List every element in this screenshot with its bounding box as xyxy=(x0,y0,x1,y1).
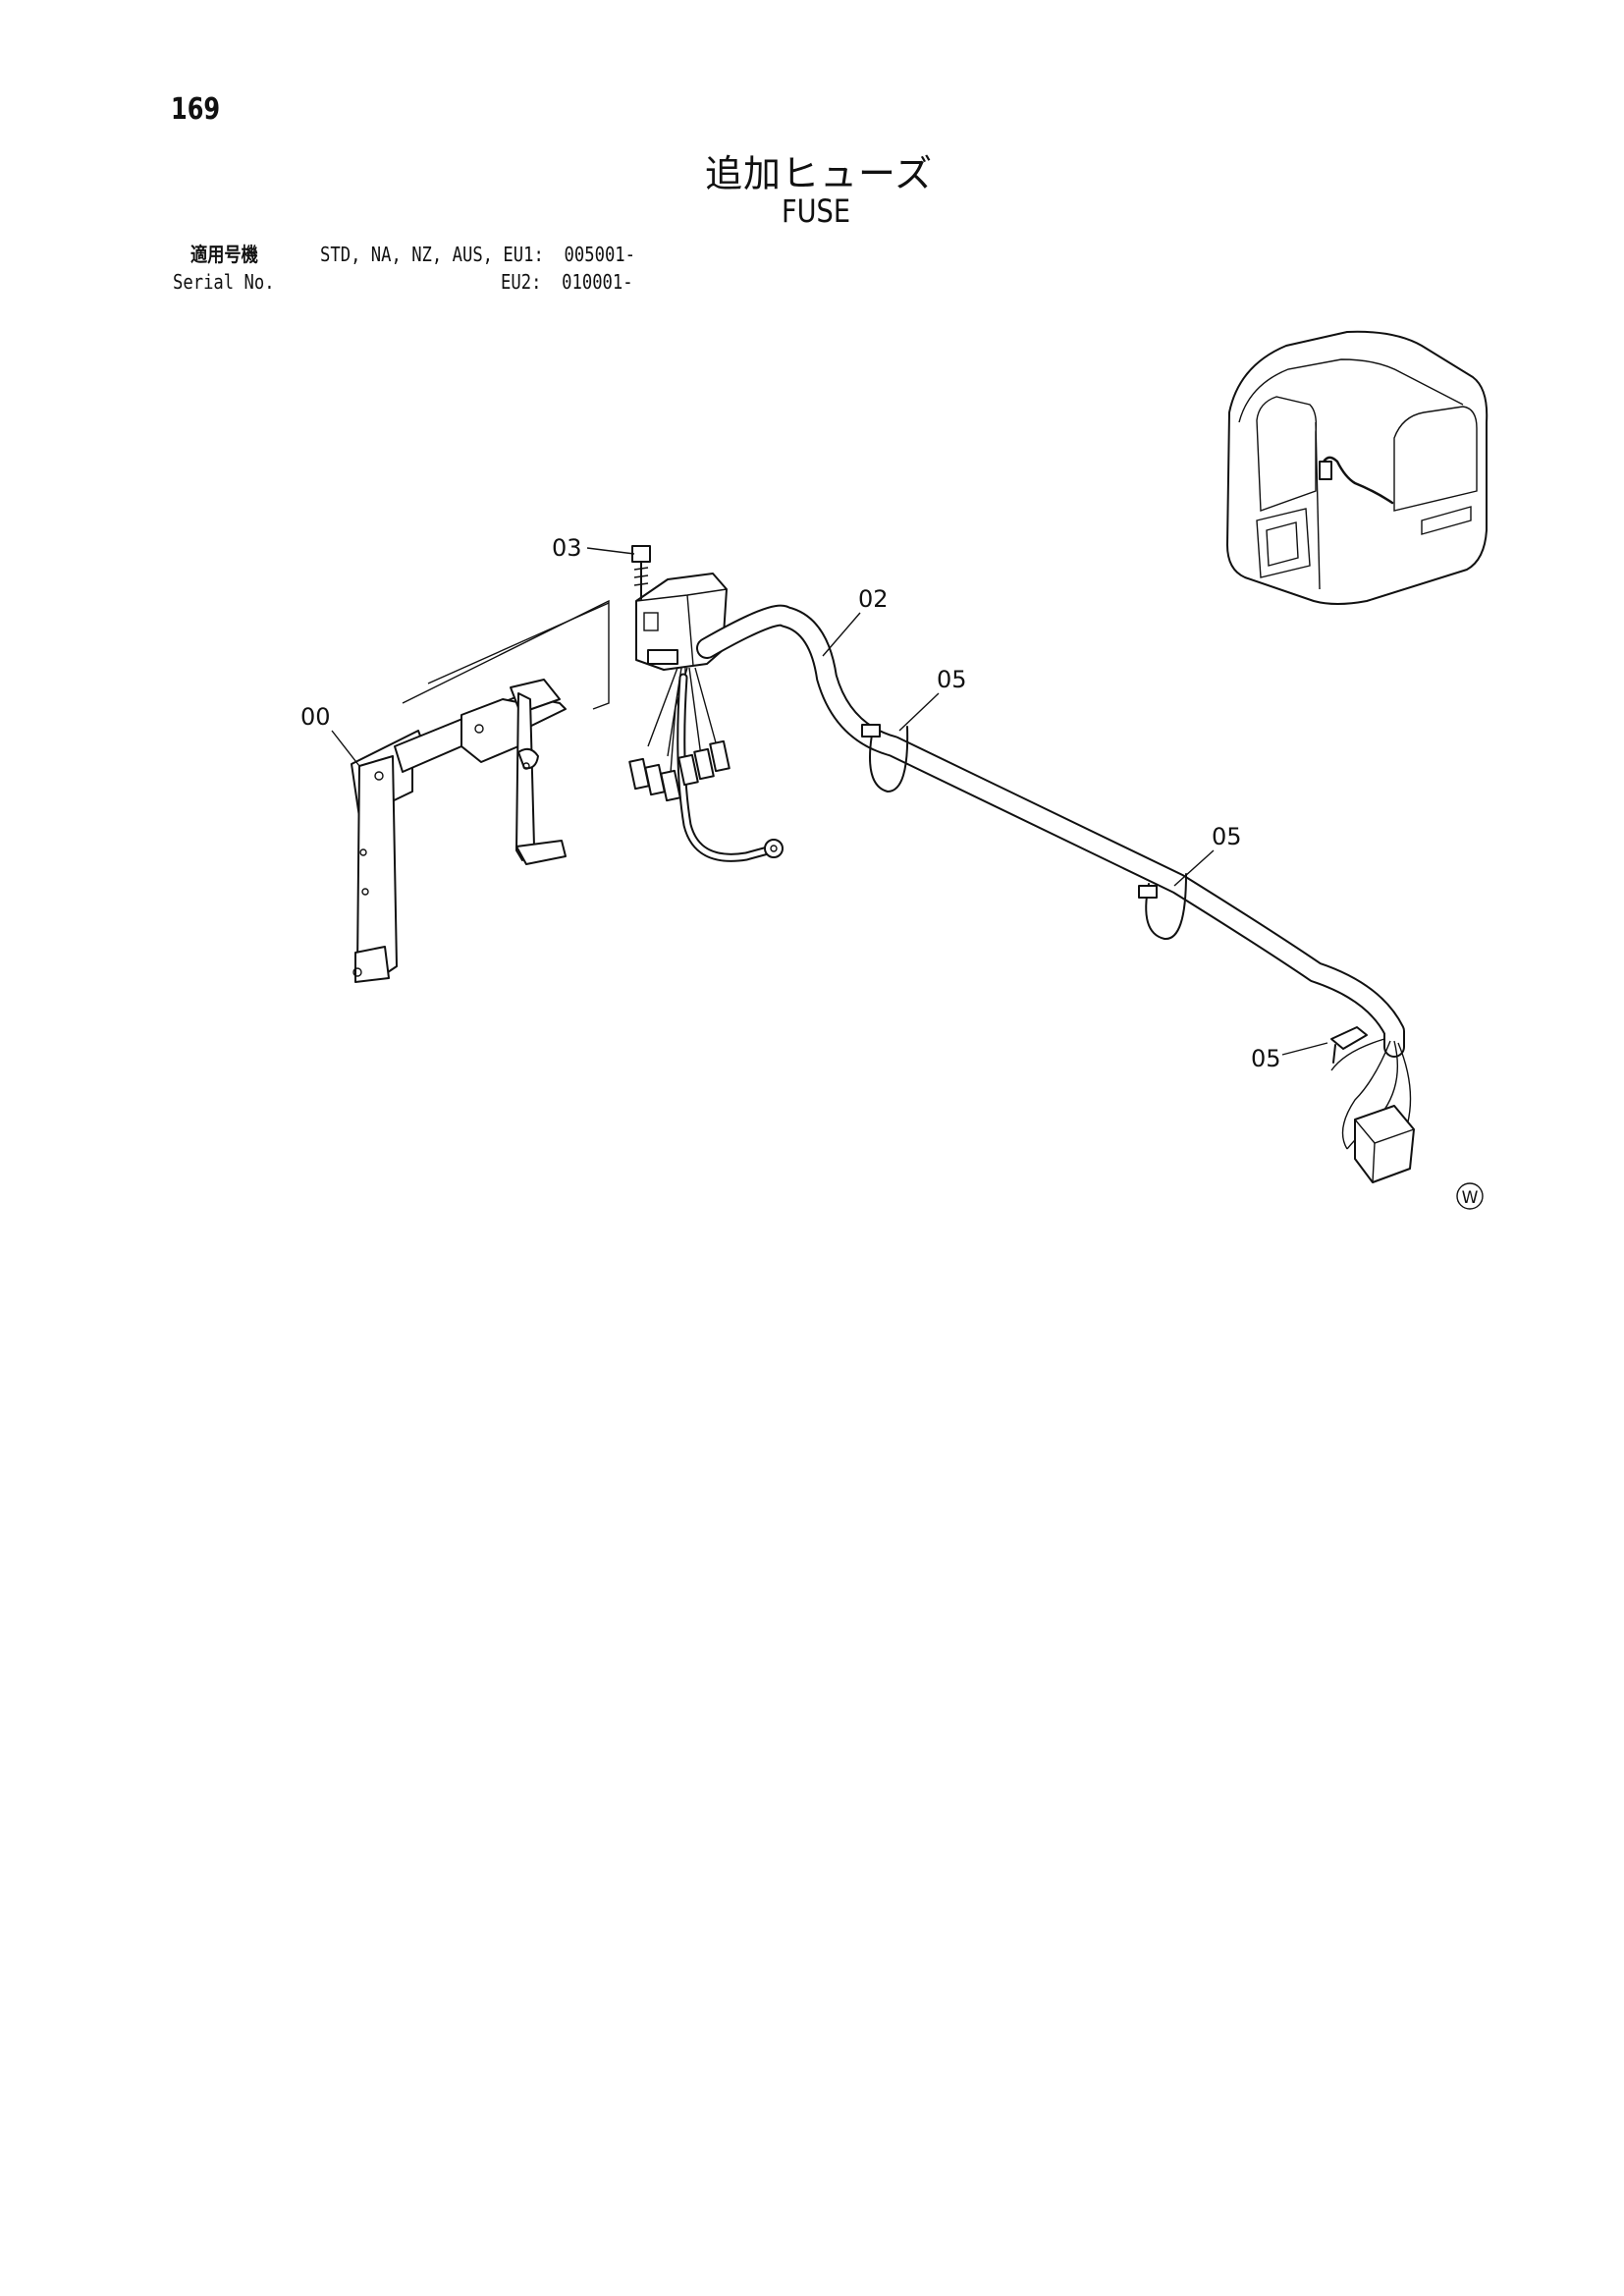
circled-w-mark: W xyxy=(1456,1182,1484,1210)
page-title-japanese: 追加ヒューズ xyxy=(705,152,934,195)
callout-02: 02 xyxy=(858,585,889,613)
callout-00: 00 xyxy=(300,703,331,731)
clamps xyxy=(861,724,1368,1064)
serial-label-japanese: 適用号機 xyxy=(190,243,258,266)
mark-letter: W xyxy=(1462,1188,1479,1208)
serial-range-1: STD, NA, NZ, AUS, EU1: 005001- xyxy=(320,243,636,266)
callouts: 03 02 00 05 05 05 xyxy=(300,534,1328,1072)
page-number: 169 xyxy=(171,92,221,127)
wire-harness xyxy=(628,604,1415,1183)
serial-label-english: Serial No. xyxy=(173,270,275,294)
callout-05-c: 05 xyxy=(1251,1045,1281,1072)
callout-05-b: 05 xyxy=(1212,823,1242,850)
callout-05-a: 05 xyxy=(937,666,967,693)
bracket-assembly xyxy=(351,599,610,983)
serial-range-2: EU2: 010001- xyxy=(501,270,633,294)
callout-03: 03 xyxy=(552,534,582,562)
cab-inset-illustration xyxy=(1226,330,1489,605)
page-title-english: FUSE xyxy=(782,192,851,230)
